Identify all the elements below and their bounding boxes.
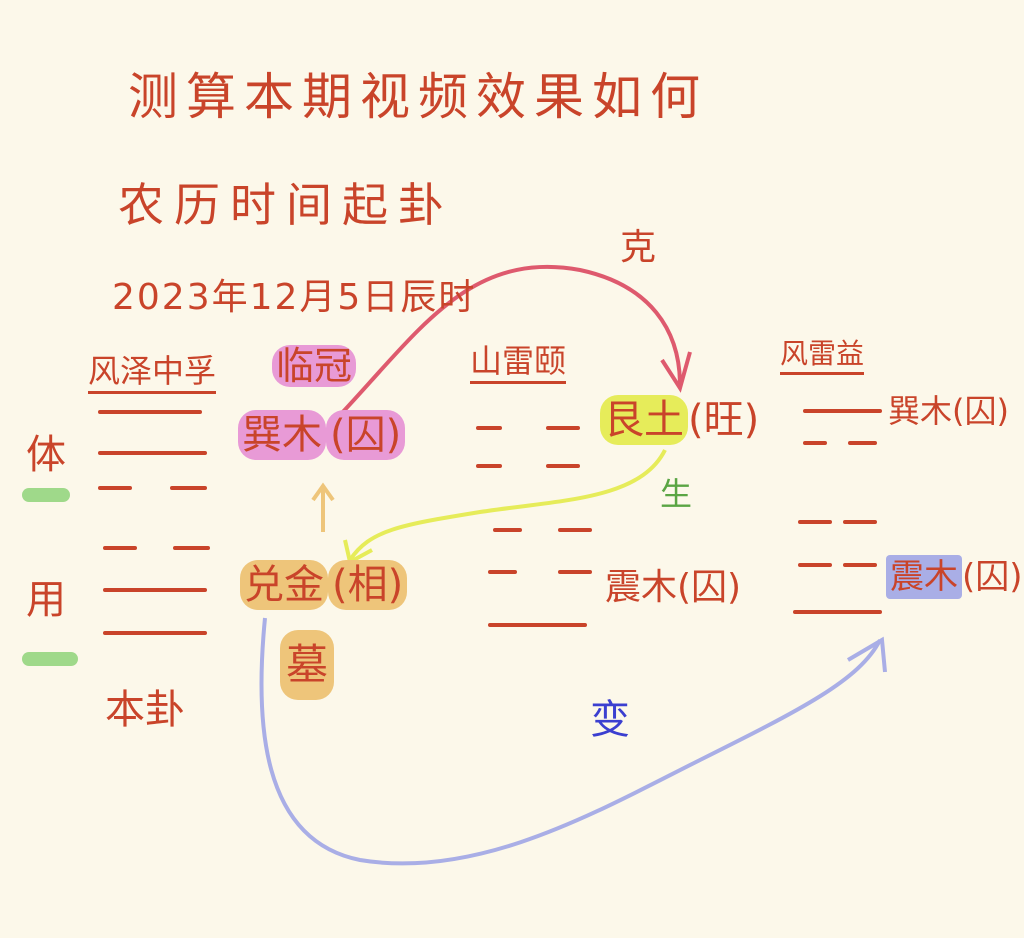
- bian-arrow: [259, 617, 882, 866]
- sheng-label: 生: [660, 475, 693, 513]
- ben-gua-name: 风泽中孚: [88, 355, 217, 394]
- xun-element-bian: 巽木: [888, 392, 953, 430]
- sheng-arrow: [348, 449, 667, 562]
- yong-marker: [22, 652, 78, 666]
- ti-marker: [22, 488, 70, 502]
- bian-upper-trigram: 巽木(囚): [888, 395, 1009, 427]
- zhen-state-bian: (囚): [962, 557, 1023, 597]
- zhen-state: (囚): [677, 567, 742, 608]
- bian-lower-trigram: 震木(囚): [886, 555, 1023, 599]
- xun-state: (囚): [326, 410, 406, 460]
- linguan-note: 临冠: [272, 345, 357, 387]
- dui-state: (相): [328, 560, 408, 610]
- hu-gua-lines: [476, 426, 592, 627]
- ke-label: 克: [620, 227, 657, 268]
- ke-arrow: [338, 264, 682, 417]
- ben-gua-label: 本卦: [105, 687, 185, 733]
- bian-arrowhead: [846, 636, 887, 673]
- bian-gua-name: 风雷益: [780, 340, 865, 375]
- yellow-up-arrow: [311, 482, 335, 532]
- date-label: 2023年12月5日辰时: [112, 277, 477, 318]
- zhen-element: 震木: [605, 567, 678, 608]
- gen-state: (旺): [688, 397, 760, 443]
- mu-note: 墓: [280, 630, 335, 700]
- xun-state-bian: (囚): [952, 392, 1009, 430]
- bian-label: 变: [590, 697, 630, 743]
- xun-element: 巽木: [238, 410, 326, 460]
- gen-element: 艮土: [600, 395, 688, 445]
- ti-label: 体: [26, 432, 66, 478]
- hu-lower-trigram: 震木(囚): [605, 570, 741, 606]
- bian-gua-lines: [793, 409, 882, 614]
- zhen-element-bian: 震木: [886, 555, 962, 599]
- ben-gua-lines: [98, 410, 210, 635]
- dui-element: 兑金: [240, 560, 328, 610]
- hu-upper-trigram: 艮土(旺): [600, 395, 760, 445]
- hu-gua-name: 山雷颐: [470, 345, 567, 384]
- ben-upper-trigram: 巽木(囚): [238, 410, 406, 460]
- ke-arrowhead: [660, 351, 692, 393]
- method-label: 农历时间起卦: [118, 178, 454, 232]
- yong-label: 用: [26, 577, 66, 623]
- ben-lower-trigram: 兑金(相): [240, 560, 408, 610]
- page-title: 测算本期视频效果如何: [128, 68, 708, 126]
